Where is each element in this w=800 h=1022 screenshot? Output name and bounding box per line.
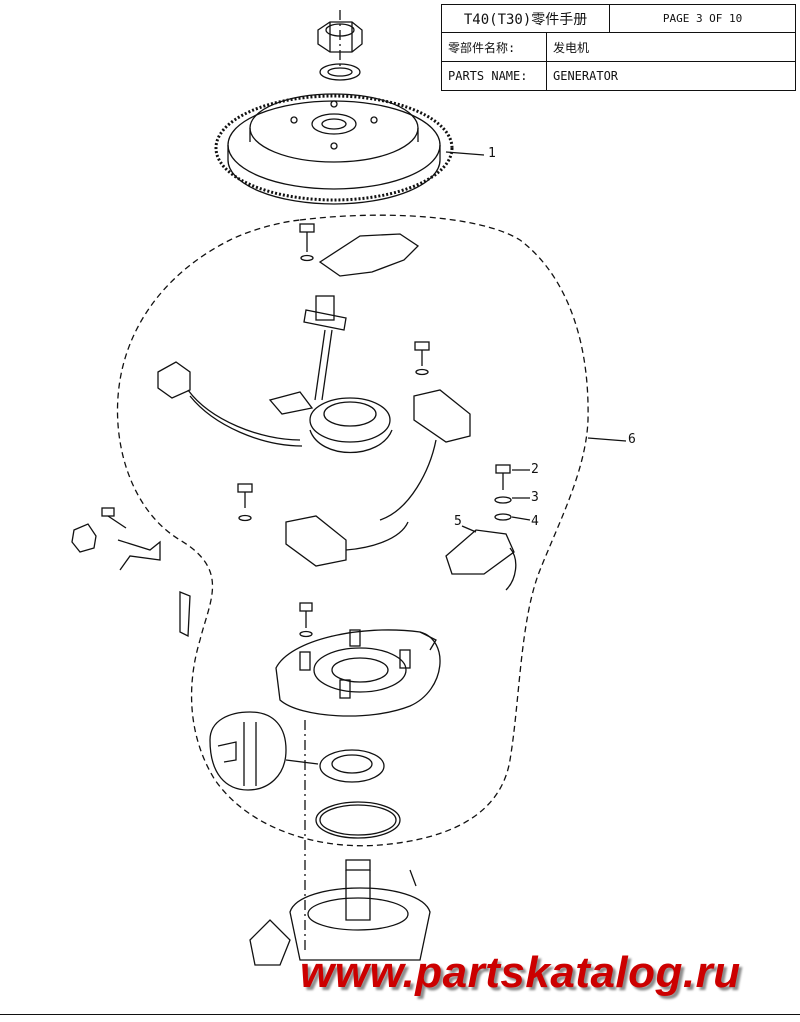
page-indicator: PAGE 3 OF 10 bbox=[609, 4, 796, 33]
callout-6: 6 bbox=[628, 432, 636, 447]
title-block: T40(T30)零件手册 PAGE 3 OF 10 零部件名称: 发电机 PAR… bbox=[440, 4, 796, 91]
flywheel-washer bbox=[319, 63, 361, 81]
ignition-coil-upper bbox=[379, 341, 471, 521]
charge-coil bbox=[268, 391, 393, 454]
grommet-and-link bbox=[71, 507, 191, 638]
pulser-coil bbox=[303, 295, 347, 401]
catalog-title: T40(T30)零件手册 bbox=[440, 4, 611, 33]
stator-assembly-outline bbox=[116, 214, 589, 847]
cover-plate bbox=[318, 233, 420, 277]
oil-seal bbox=[319, 749, 385, 783]
stator-screw bbox=[299, 223, 315, 262]
o-ring bbox=[315, 801, 401, 839]
rectifier bbox=[445, 525, 517, 591]
callout-5: 5 bbox=[454, 514, 462, 529]
screw-washer-set bbox=[494, 464, 512, 521]
part-name-value-en: GENERATOR bbox=[546, 61, 796, 91]
callout-1: 1 bbox=[488, 146, 496, 161]
ignition-coil-lower bbox=[237, 483, 409, 567]
wire-connector bbox=[157, 361, 303, 447]
callout-4: 4 bbox=[531, 514, 539, 529]
detail-inset bbox=[209, 711, 319, 791]
bottom-border bbox=[0, 1014, 800, 1022]
flywheel bbox=[214, 93, 454, 205]
callout-3: 3 bbox=[531, 490, 539, 505]
callout-2: 2 bbox=[531, 462, 539, 477]
part-name-value-cn: 发电机 bbox=[546, 32, 796, 62]
stator-base-plate bbox=[275, 602, 441, 717]
powerhead bbox=[249, 859, 431, 966]
watermark-text: www.partskatalog.ru bbox=[300, 948, 741, 997]
